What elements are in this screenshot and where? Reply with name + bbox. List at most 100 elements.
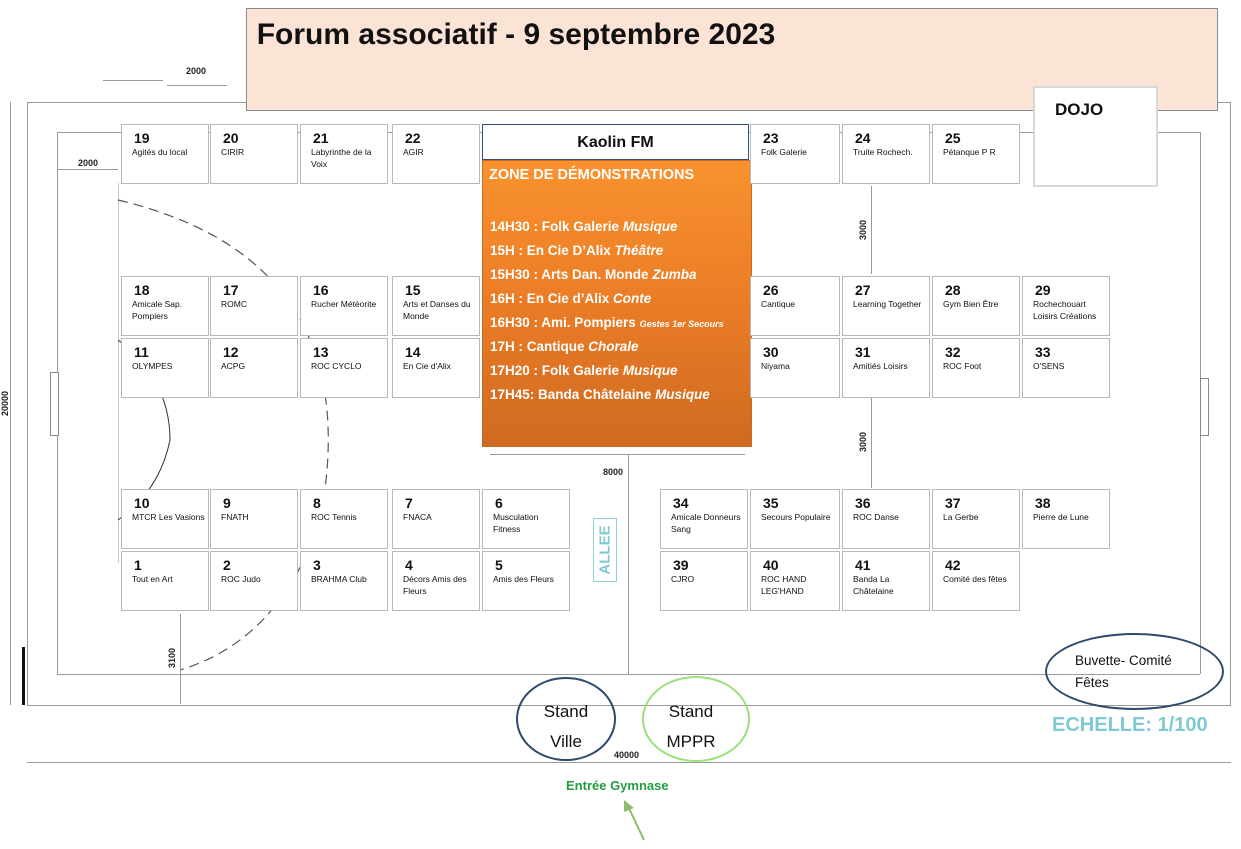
booth-number: 34 [673, 495, 689, 511]
booth-number: 12 [223, 344, 239, 360]
booth-number: 41 [855, 557, 871, 573]
stand-ville [516, 677, 616, 761]
buvette-area [1045, 633, 1224, 710]
booth-number: 25 [945, 130, 961, 146]
booth-number: 19 [134, 130, 150, 146]
booth-label: ROC Foot [943, 361, 982, 371]
booth-label: CIRIR [221, 147, 245, 157]
echelle-label: ECHELLE: 1/100 [1052, 714, 1208, 736]
door-left [50, 372, 59, 436]
booth-label: ROC CYCLO [311, 361, 362, 371]
booth-label: Niyama [761, 361, 790, 371]
demo-item: 15H30 : Arts Dan. Monde Zumba [490, 267, 697, 282]
booth-number: 21 [313, 130, 329, 146]
demo-item: 14H30 : Folk Galerie Musique [490, 219, 678, 234]
booth-label: La Gerbe [943, 512, 979, 522]
dojo-label: DOJO [1055, 100, 1104, 119]
demo-item: 17H : Cantique Chorale [490, 339, 639, 354]
booth-label: Pierre de Lune [1033, 512, 1089, 522]
booth-number: 31 [855, 344, 871, 360]
booth-number: 9 [223, 495, 231, 511]
booth-number: 42 [945, 557, 961, 573]
booth-number: 6 [495, 495, 503, 511]
stand-mppr-label: Stand MPPR [666, 702, 716, 751]
booth-label: Rucher Météorite [311, 299, 377, 309]
entree-arrow-icon [624, 800, 645, 841]
booth-label: FNATH [221, 512, 249, 522]
booth-number: 10 [134, 495, 150, 511]
booth-label: OLYMPES [132, 361, 173, 371]
booth-label: Amitiés Loisirs [853, 361, 908, 371]
booth-label: AGIR [403, 147, 424, 157]
booth-label: FNACA [403, 512, 432, 522]
dim-v3000b-line [871, 398, 872, 488]
stand-mppr [642, 676, 750, 762]
booth-number: 32 [945, 344, 961, 360]
center-line [628, 455, 629, 674]
stand-ville-label: Stand Ville [543, 702, 589, 751]
booth-label: Learning Together [853, 299, 922, 309]
booth-label: Labyrinthe de la Voix [311, 147, 372, 169]
booth-number: 17 [223, 282, 239, 298]
booth-number: 30 [763, 344, 779, 360]
booth-label: CJRO [671, 574, 695, 584]
dim-h8000-line [490, 454, 745, 455]
dim-v3000b: 3000 [858, 431, 868, 452]
dim-v3000a-line [871, 186, 872, 274]
dim-h8000: 8000 [603, 467, 624, 477]
booth-label: ROC Tennis [311, 512, 357, 522]
booth-number: 36 [855, 495, 871, 511]
allee-marker: ALLEE [593, 518, 617, 582]
booth-label: Décors Amis des Fleurs [403, 574, 467, 596]
booth-label: Cantique [761, 299, 796, 309]
booth-label: Amis des Fleurs [493, 574, 554, 584]
booth-label: ROC HAND LEG'HAND [761, 574, 807, 596]
booth-label: O'SENS [1033, 361, 1065, 371]
booth-number: 28 [945, 282, 961, 298]
dim-h40000: 40000 [614, 750, 640, 760]
booth-label: Truite Rochech. [853, 147, 913, 157]
dim-v20000: 20000 [0, 390, 10, 416]
booth-label: Musculation Fitness [493, 512, 539, 534]
booth-number: 2 [223, 557, 231, 573]
entrance-post [22, 647, 25, 705]
booth-number: 33 [1035, 344, 1051, 360]
booth-label: ACPG [221, 361, 246, 371]
booth-label: Comité des fêtes [943, 574, 1007, 584]
buvette-label: Buvette- Comité Fêtes [1075, 653, 1172, 690]
booth-label: ROC Danse [853, 512, 899, 522]
demo-zone: ZONE DE DÉMONSTRATIONS 14H30 : Folk Gale… [482, 160, 752, 447]
booth-label: Amicale Sap. Pompiers [132, 299, 183, 321]
booth-number: 37 [945, 495, 961, 511]
dojo-room: DOJO [1033, 86, 1158, 187]
outer-wall-left [27, 102, 28, 705]
booth-number: 40 [763, 557, 779, 573]
booth-label: Rochechouart Loisirs Créations [1033, 299, 1097, 321]
